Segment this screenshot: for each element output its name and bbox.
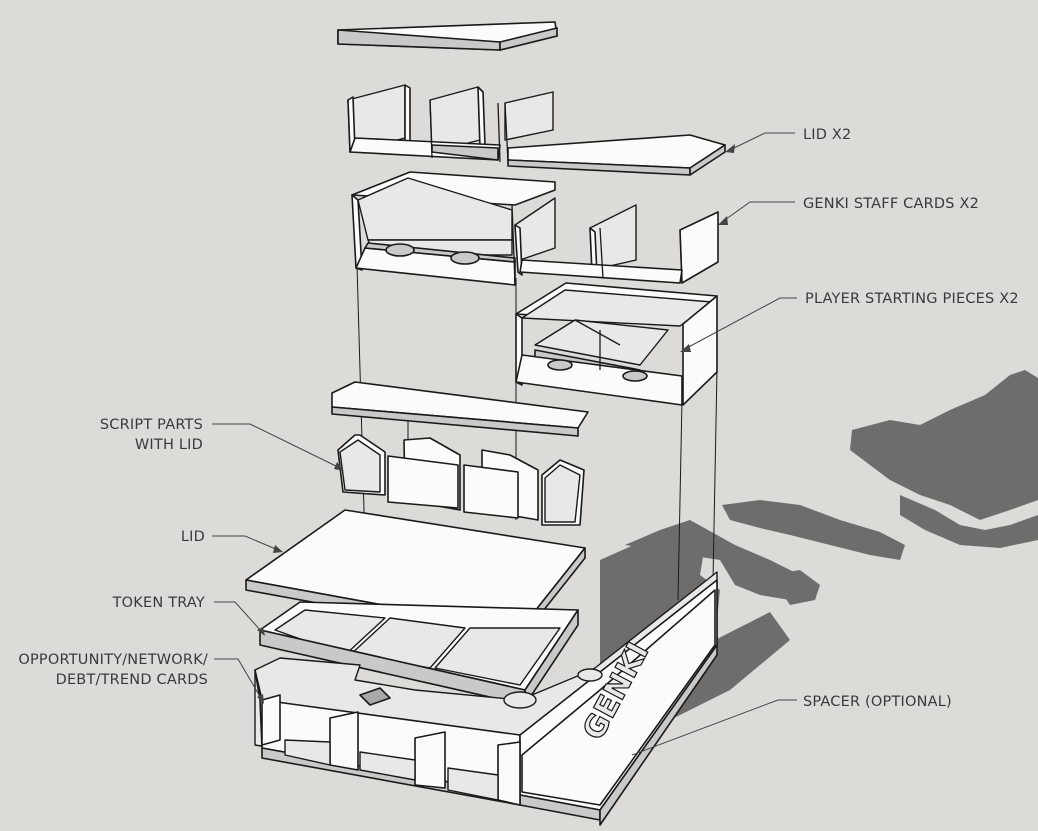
labels: LID X2 GENKI STAFF CARDS X2 PLAYER START… — [18, 127, 1018, 710]
leader-script-parts — [212, 423, 341, 469]
label-cards-line2: DEBT/TREND CARDS — [56, 672, 208, 688]
label-lid: LID — [181, 529, 205, 545]
label-lid-x2: LID X2 — [803, 127, 852, 143]
leader-genki-staff — [721, 201, 795, 223]
shadow-right-1 — [722, 500, 905, 560]
base-box: GENKI — [254, 571, 718, 826]
label-genki-staff-cards: GENKI STAFF CARDS X2 — [803, 196, 979, 212]
label-script-parts-line2: WITH LID — [135, 437, 203, 453]
label-token-tray: TOKEN TRAY — [112, 595, 205, 611]
player-starting-pieces-tray — [515, 282, 718, 406]
leader-spacer — [631, 699, 797, 756]
label-spacer: SPACER (OPTIONAL) — [803, 694, 952, 710]
shadow-right-2 — [850, 370, 1038, 520]
shadow-right-4 — [770, 570, 820, 605]
label-cards-line1: OPPORTUNITY/NETWORK/ — [18, 652, 208, 668]
guide-line — [677, 399, 683, 601]
top-lid — [337, 21, 558, 51]
guide-line — [712, 369, 718, 581]
leader-cards — [214, 658, 263, 701]
leader-lid — [212, 535, 279, 551]
shadow-right-3 — [900, 495, 1038, 548]
label-player-starting-pieces: PLAYER STARTING PIECES X2 — [805, 291, 1019, 307]
leader-lid-x2 — [729, 132, 795, 151]
lid-x2-part — [507, 134, 726, 176]
script-parts-lid — [331, 381, 589, 437]
staff-card-tray-upper — [347, 84, 554, 163]
leader-token-tray — [214, 601, 263, 633]
token-tray — [259, 601, 579, 706]
script-parts-boxes — [337, 434, 585, 526]
label-script-parts-line1: SCRIPT PARTS — [100, 417, 203, 433]
staff-card-tray-lower — [351, 171, 556, 286]
leader-lines — [212, 132, 797, 756]
shadow-mid — [625, 520, 800, 600]
staff-card-tray-right — [514, 197, 719, 284]
leader-player-pieces — [682, 297, 797, 351]
